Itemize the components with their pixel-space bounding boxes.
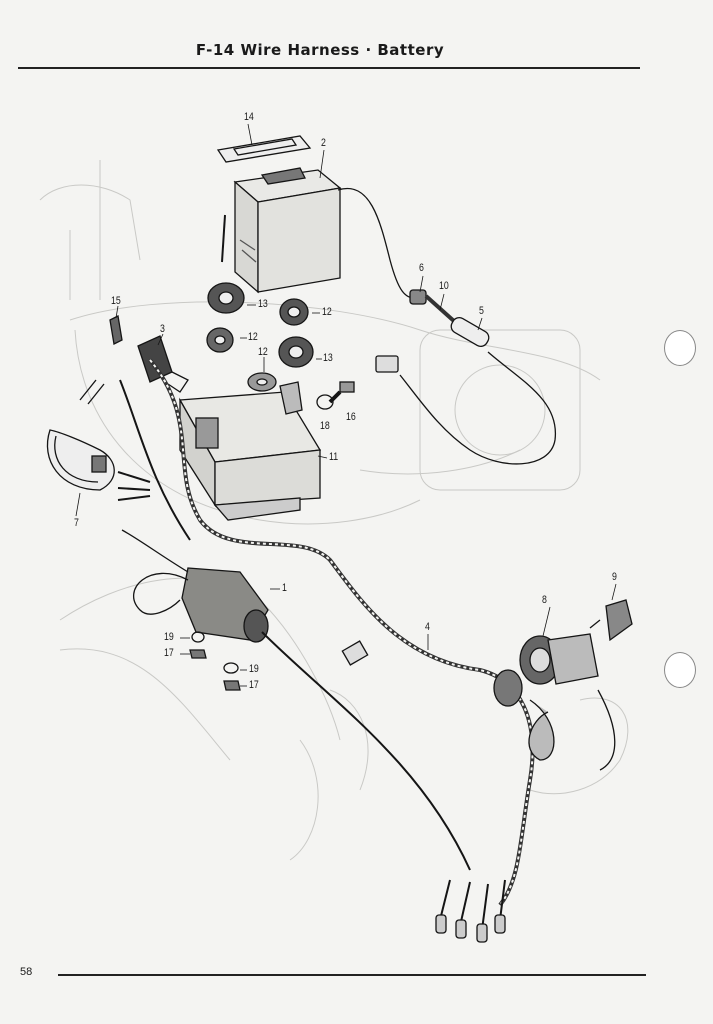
ignition-coil-1 bbox=[121, 529, 471, 871]
callout-18: 18 bbox=[320, 420, 330, 432]
callout-14: 14 bbox=[244, 111, 254, 123]
callout-3: 3 bbox=[160, 323, 165, 335]
bolt-washer-16-18 bbox=[316, 381, 355, 410]
callout-6: 6 bbox=[419, 262, 424, 274]
wire-band-7 bbox=[46, 429, 115, 491]
page-number: 58 bbox=[20, 966, 33, 978]
callout-leaders bbox=[75, 123, 617, 687]
ignition-key-9 bbox=[589, 599, 633, 642]
callout-19-right: 19 bbox=[249, 663, 259, 675]
rubber-grommets-12-13 bbox=[206, 282, 314, 392]
regulator-3 bbox=[109, 315, 189, 393]
callout-10: 10 bbox=[439, 280, 449, 292]
callout-9: 9 bbox=[612, 571, 617, 583]
callout-16: 16 bbox=[346, 411, 356, 423]
binder-hole-upper bbox=[664, 330, 696, 366]
callout-17-right: 17 bbox=[249, 679, 259, 691]
battery-box-11 bbox=[178, 381, 322, 521]
callout-13-lower: 13 bbox=[323, 352, 333, 364]
wire-harness-4 bbox=[79, 358, 555, 943]
callout-13-upper: 13 bbox=[258, 298, 268, 310]
header-rule bbox=[18, 67, 640, 69]
callout-8: 8 bbox=[542, 594, 547, 606]
footer-rule bbox=[58, 974, 646, 976]
callout-12-middle: 12 bbox=[248, 331, 258, 343]
callout-12-upper: 12 bbox=[322, 306, 332, 318]
binder-hole-lower bbox=[664, 652, 696, 688]
callout-15: 15 bbox=[111, 295, 121, 307]
callout-4: 4 bbox=[425, 621, 430, 633]
page-title: F-14 Wire Harness · Battery bbox=[195, 41, 445, 59]
callout-5: 5 bbox=[479, 305, 484, 317]
callout-2: 2 bbox=[321, 137, 326, 149]
callout-1: 1 bbox=[282, 582, 287, 594]
battery-strap-14 bbox=[216, 135, 312, 163]
callout-12-lower: 12 bbox=[258, 346, 268, 358]
callout-7: 7 bbox=[74, 517, 79, 529]
battery-2 bbox=[221, 167, 419, 299]
callout-11: 11 bbox=[329, 451, 339, 463]
washers-nuts-17-19 bbox=[189, 631, 241, 691]
ignition-switch-8 bbox=[519, 633, 616, 771]
callout-19-left: 19 bbox=[164, 631, 174, 643]
fuse-holder-6-10-5 bbox=[375, 289, 556, 465]
callout-17-left: 17 bbox=[164, 647, 174, 659]
